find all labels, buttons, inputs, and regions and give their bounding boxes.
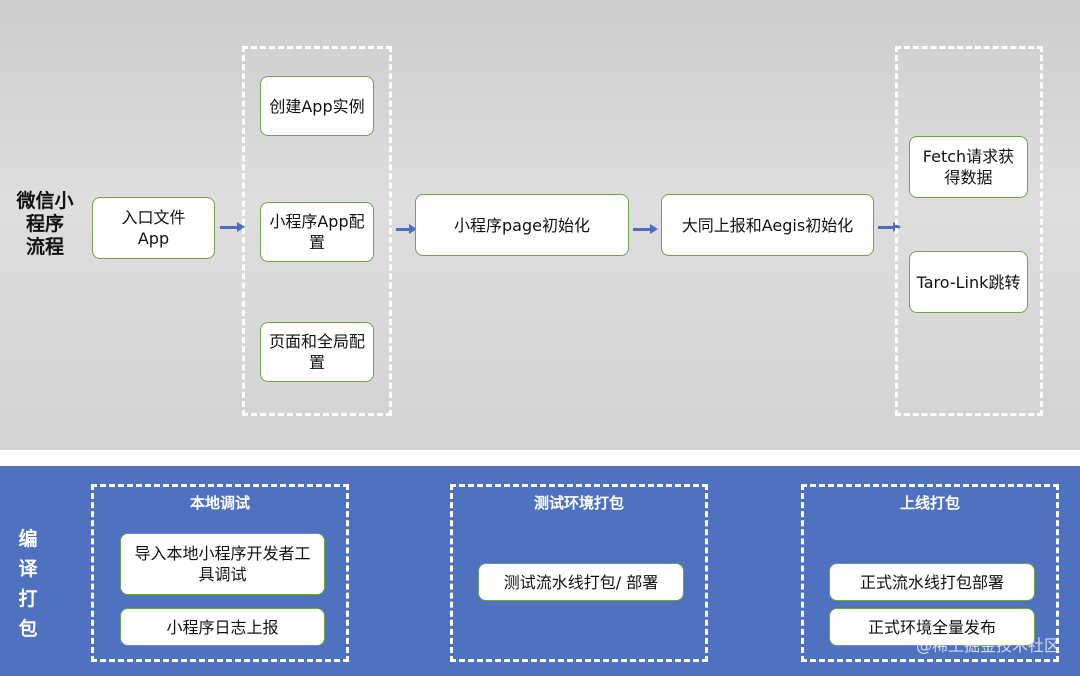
taro-link-box[interactable]: Taro-Link跳转	[909, 251, 1028, 313]
build-side-label-char: 包	[18, 618, 38, 640]
app-config-group	[242, 46, 392, 416]
test-build-group	[450, 484, 708, 662]
release-pipeline-box[interactable]: 正式流水线打包部署	[829, 563, 1035, 601]
entry-file-box[interactable]: 入口文件 App	[92, 197, 215, 259]
flow-panel: 微信小 程序 流程 入口文件 App 创建App实例 小程序App配置 页面和全…	[0, 0, 1080, 450]
flow-side-label-line: 微信小	[16, 190, 74, 212]
log-report-box[interactable]: 小程序日志上报	[120, 608, 325, 646]
data-fetch-group	[895, 46, 1043, 416]
test-build-title: 测试环境打包	[533, 494, 624, 512]
arrow-page-init-to-report	[633, 224, 658, 234]
flow-side-label: 微信小 程序 流程	[12, 190, 78, 259]
fetch-data-box[interactable]: Fetch请求获得数据	[909, 136, 1028, 198]
arrow-report-to-final	[878, 222, 901, 232]
release-build-group	[801, 484, 1059, 662]
local-debug-group	[91, 484, 349, 662]
report-aegis-init-box[interactable]: 大同上报和Aegis初始化	[661, 194, 874, 256]
build-side-label-char: 编	[18, 528, 38, 550]
arrow-entry-to-config	[220, 222, 245, 232]
flow-side-label-line: 流程	[25, 236, 64, 258]
local-debug-title: 本地调试	[189, 494, 250, 512]
test-pipeline-box[interactable]: 测试流水线打包/ 部署	[478, 563, 684, 601]
flow-side-label-line: 程序	[25, 213, 64, 235]
build-side-label-char: 译	[18, 558, 38, 580]
page-init-box[interactable]: 小程序page初始化	[415, 194, 629, 256]
build-panel: 编 译 打 包 本地调试 导入本地小程序开发者工具调试 小程序日志上报 测试环境…	[0, 466, 1080, 676]
build-side-label-char: 打	[18, 588, 38, 610]
full-release-box[interactable]: 正式环境全量发布	[829, 608, 1035, 646]
release-build-title: 上线打包	[899, 494, 960, 512]
watermark: @稀土掘金技术社区	[915, 636, 1060, 655]
build-side-label: 编 译 打 包	[16, 524, 40, 644]
import-devtools-box[interactable]: 导入本地小程序开发者工具调试	[120, 533, 325, 595]
miniprogram-app-config-box[interactable]: 小程序App配置	[260, 202, 374, 262]
page-global-config-box[interactable]: 页面和全局配置	[260, 322, 374, 382]
arrow-config-to-page-init	[396, 224, 417, 234]
create-app-instance-box[interactable]: 创建App实例	[260, 76, 374, 136]
